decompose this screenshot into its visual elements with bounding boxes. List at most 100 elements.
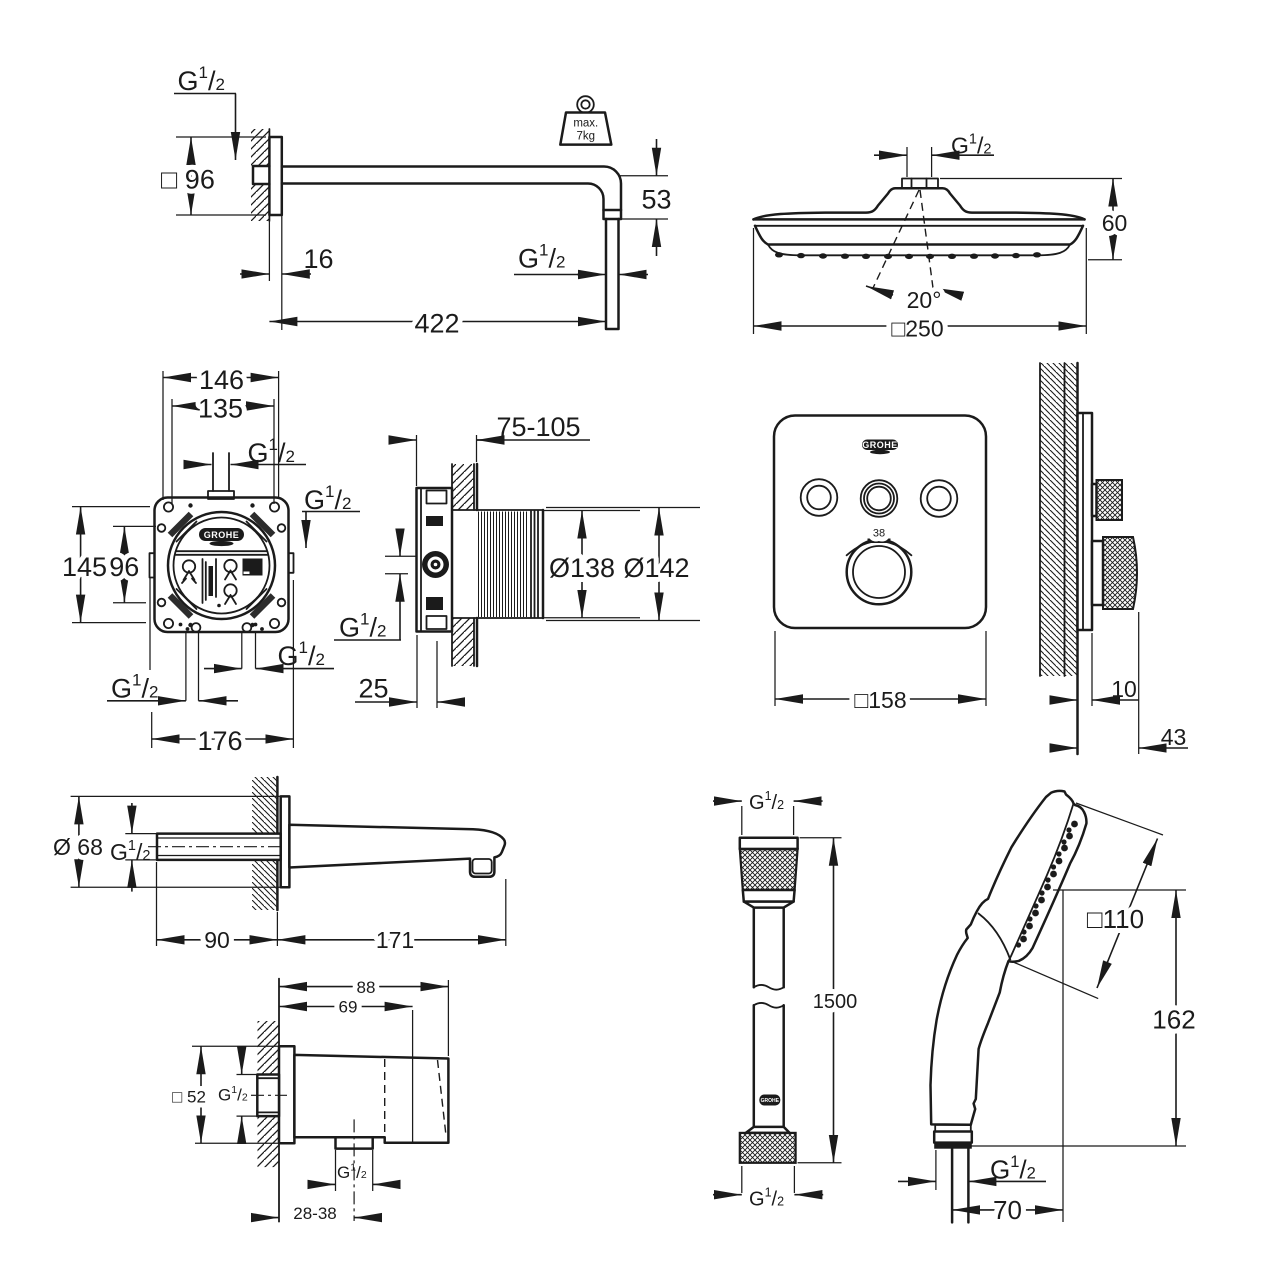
box-side-sleeve-diameter: Ø138 [549,553,615,583]
arm-flange-size-dim: □ 96 [156,136,266,216]
arm-flange-size: □ 96 [161,165,215,195]
svg-text:G1/2: G1/2 [339,610,386,643]
box-front-right-port-tab [287,552,295,574]
arm-projection-dim: 422 [269,304,606,344]
union-depth-holder: 69 [339,998,358,1017]
head-shower-body [752,177,1086,260]
hand-shower-drawing: □110 162 G1/2 70 [898,789,1201,1230]
union-install-range: 28-38 [293,1204,336,1223]
trim-side-knob-depth-dim: 43 [1049,612,1188,754]
hose-thread-bottom-label: G1/2 [713,1166,824,1211]
arm-drop-dim: 53 [620,139,672,256]
svg-text:G1/2: G1/2 [248,435,295,468]
trim-front-drawing: GROHE 38 □158 [772,414,988,718]
arm-projection: 422 [414,309,459,339]
svg-text:G1/2: G1/2 [304,482,351,515]
arm-thread-outlet-label: G1/2 [514,241,648,280]
spout-escutcheon [279,795,291,889]
hand-shower-length-dim: 162 [969,889,1201,1222]
spout-wall-hatch [252,775,279,912]
head-shower-nozzles [775,252,1041,260]
hand-shower-offset-dim: 70 [952,1190,1063,1230]
hose-length: 1500 [813,991,858,1013]
trim-button-2 [859,479,899,518]
arm-flange-offset-dim: 16 [240,215,334,330]
hose-thread-bottom: G1/2 [749,1186,784,1211]
hand-shower-length: 162 [1152,1005,1195,1035]
box-front-width-flange: 146 [199,365,244,395]
spout-inlet-nipple [148,832,284,862]
bath-spout-drawing: Ø 68 G1/2 90 171 [48,775,507,958]
union-depth-total-dim: 88 [279,973,450,1056]
max-load-label: max. [573,118,598,130]
box-front-height-ports-dim: 96 [104,525,156,604]
union-outlet-label: G1/2 [307,1119,401,1221]
trim-side-knob-depth: 43 [1161,724,1187,750]
arm-inlet-nipple [251,164,271,186]
box-front-width-screws: 135 [198,394,243,424]
grohe-logo-box: GROHE [199,528,244,547]
box-front-left-port-tab [148,552,156,579]
box-side-depth-range: 75-105 [497,412,581,442]
box-front-thread-top-label: G1/2 [183,435,306,470]
max-load-value: 7kg [577,131,596,143]
box-side-wall-hatch [451,462,479,668]
hand-shower-base [932,1123,974,1224]
shower-arm-drawing: max. 7kg G1/2 □ 96 16 422 53 G1/2 [156,63,672,344]
union-install-range-dim: 28-38 [251,1199,383,1228]
union-body [293,1053,450,1144]
hose-length-dim: 1500 [797,837,862,1164]
arm-flange-offset: 16 [303,244,333,274]
grohe-logo-hose: GROHE [759,1094,781,1106]
rough-in-box-side-drawing: 75-105 Ø138 Ø142 G1/2 25 [334,412,700,708]
head-shower-width: □250 [891,316,943,342]
spout-aerator [471,858,493,875]
max-load-icon: max. 7kg [559,95,613,146]
arm-thread-wall-label: G1/2 [174,63,241,160]
trim-side-plate-depth-dim: 10 [1049,633,1139,706]
hose-top-nut [738,836,799,909]
trim-side-drawing: 10 43 [1039,361,1188,756]
box-front-thread-right-label: G1/2 [301,482,360,548]
hand-shower-thread-label: G1/2 [898,1150,1046,1190]
head-shower-width-dim: □250 [752,228,1087,347]
union-inlet-nipple [251,1073,287,1118]
arm-drop: 53 [641,185,671,215]
rough-in-box-front-drawing: GROHE [57,360,360,761]
trim-side-thermostat-knob [1090,536,1138,610]
trim-thermostat-knob: 38 [845,523,913,606]
box-side-rear-body [415,486,454,633]
box-front-top-pipe [207,452,235,500]
hose-bottom-nut [738,1125,797,1164]
hose-thread-top: G1/2 [749,789,784,814]
box-front-width-flange-dim: 146 [162,360,280,500]
hand-shower-offset: 70 [993,1195,1022,1225]
head-shower-drawing: 20° G1/2 60 □250 [752,132,1132,347]
box-front-width-total: 176 [197,726,242,756]
grohe-logo-trim-text: GROHE [862,440,898,450]
hand-shower-head-size: □110 [1087,904,1144,934]
hand-shower-nozzles [1015,820,1078,948]
box-front-height-ports: 96 [109,552,139,582]
box-side-sleeve [451,508,545,620]
spout-flange-diameter: Ø 68 [53,834,103,860]
grohe-logo-hose-text: GROHE [761,1098,780,1104]
svg-text:G1/2: G1/2 [518,241,565,274]
svg-text:G1/2: G1/2 [178,63,225,96]
trim-side-plate-depth: 10 [1111,676,1137,702]
wall-union-drawing: 88 69 □ 52 G1/2 G1/2 28-38 [167,973,450,1228]
box-front-thread-bottom-label: G1/2 [204,638,334,674]
trim-side-wall-hatch [1039,361,1079,756]
head-shower-height-dim: 60 [940,177,1132,261]
head-shower-spray-angle: 20° [865,189,965,318]
box-front-ring-outer [166,510,277,621]
hose-thread-top-label: G1/2 [713,789,823,835]
hand-shower-thread: G1/2 [990,1153,1036,1185]
box-front-interior-icons [181,558,263,608]
grohe-logo-trim: GROHE [862,439,898,455]
hand-shower-head-size-dim: □110 [1011,802,1164,1000]
union-thread-outlet: G1/2 [337,1162,367,1183]
union-flange-size: □ 52 [172,1088,206,1107]
trim-side-plate [1076,411,1094,632]
